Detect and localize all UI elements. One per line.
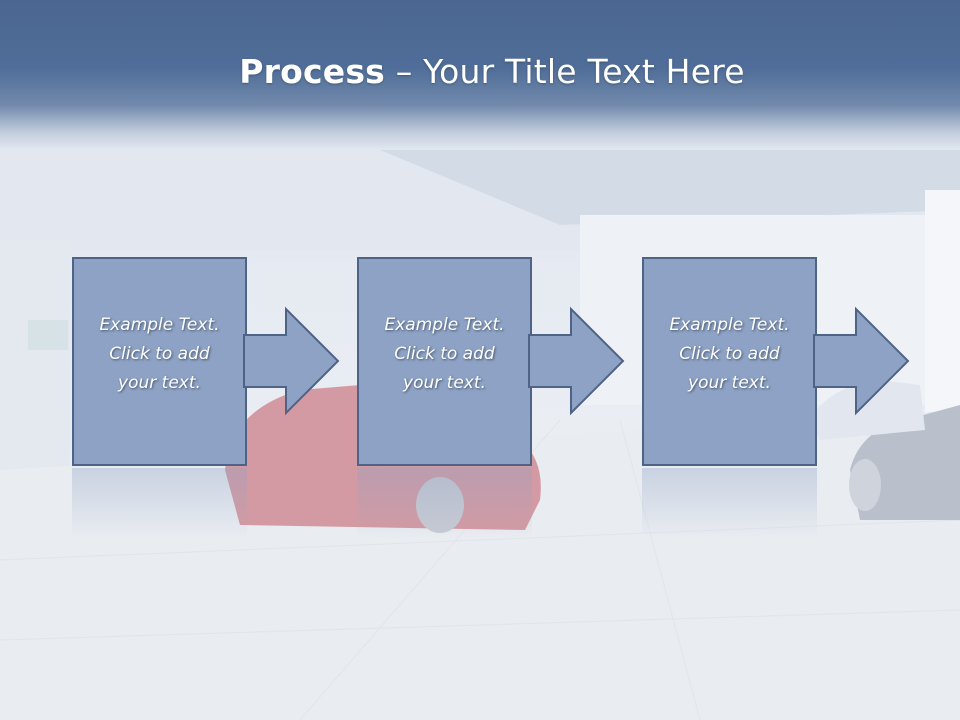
step-3-reflection <box>642 468 817 538</box>
step-1-box <box>72 257 247 466</box>
step-3-text[interactable]: Example Text. Click to add your text. <box>669 315 790 393</box>
step-1-text[interactable]: Example Text. Click to add your text. <box>99 315 220 393</box>
header-band <box>0 0 960 150</box>
step-2-box <box>357 257 532 466</box>
slide-title[interactable]: Process – Your Title Text Here <box>0 52 960 91</box>
step-2-text[interactable]: Example Text. Click to add your text. <box>384 315 505 393</box>
step-1-arrow-icon[interactable] <box>243 306 340 416</box>
process-step-1[interactable]: Example Text. Click to add your text. <box>72 257 247 466</box>
slide-title-rest: – Your Title Text Here <box>385 52 745 91</box>
process-step-2[interactable]: Example Text. Click to add your text. <box>357 257 532 466</box>
step-3-box <box>642 257 817 466</box>
step-2-reflection <box>357 468 532 538</box>
step-3-arrow-icon[interactable] <box>813 306 910 416</box>
process-step-3[interactable]: Example Text. Click to add your text. <box>642 257 817 466</box>
step-2-arrow-icon[interactable] <box>528 306 625 416</box>
slide-title-bold: Process <box>239 52 386 91</box>
step-1-reflection <box>72 468 247 538</box>
